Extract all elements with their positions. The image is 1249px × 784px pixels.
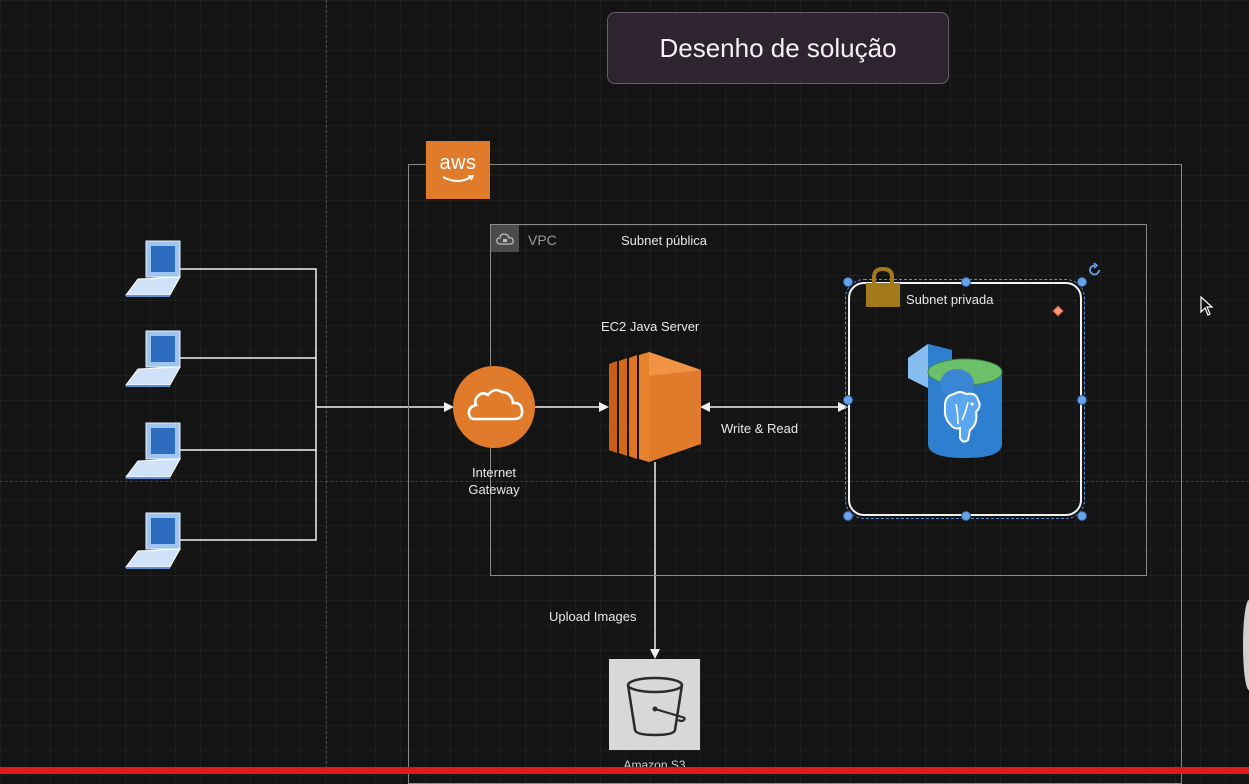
video-progress-bar[interactable] — [0, 767, 1249, 774]
resize-handle-sw[interactable] — [843, 511, 853, 521]
subnet-publica-label: Subnet pública — [621, 233, 708, 248]
rds-postgres-icon[interactable] — [902, 340, 1004, 462]
aws-smile-icon — [442, 175, 475, 182]
diagram-title: Desenho de solução — [659, 32, 897, 63]
internet-gateway-label-line2: Gateway — [468, 482, 520, 497]
vpc-label: VPC — [528, 232, 557, 248]
vpc-cloud-icon — [491, 225, 519, 252]
write-read-label: Write & Read — [721, 421, 799, 436]
internet-gateway-icon[interactable] — [452, 365, 536, 449]
aws-logo-text: aws — [439, 152, 477, 174]
connector-laptop-4 — [180, 407, 317, 541]
laptop-icon[interactable] — [124, 511, 184, 569]
internet-gateway-label-line1: Internet — [471, 465, 517, 480]
resize-handle-se[interactable] — [1077, 511, 1087, 521]
internet-gateway-label: Internet Gateway — [455, 464, 533, 498]
laptop-icon[interactable] — [124, 329, 184, 387]
laptop-icon[interactable] — [124, 239, 184, 297]
resize-handle-s[interactable] — [961, 511, 971, 521]
connector-laptop-1 — [180, 268, 317, 407]
resize-handle-nw[interactable] — [843, 277, 853, 287]
subnet-privada-label: Subnet privada — [906, 292, 994, 307]
diagram-title-box[interactable]: Desenho de solução — [607, 12, 949, 84]
horizontal-guide-line — [0, 481, 1249, 482]
resize-handle-ne[interactable] — [1077, 277, 1087, 287]
resize-handle-n[interactable] — [961, 277, 971, 287]
rotate-handle-icon[interactable] — [1087, 262, 1103, 278]
s3-bucket-glyph — [626, 676, 686, 736]
resize-handle-w[interactable] — [843, 395, 853, 405]
s3-bucket-icon[interactable] — [609, 659, 700, 750]
vertical-guide-line — [326, 0, 327, 774]
lock-icon — [866, 266, 900, 307]
resize-handle-e[interactable] — [1077, 395, 1087, 405]
ec2-label: EC2 Java Server — [601, 319, 700, 334]
ec2-instance-icon[interactable] — [609, 352, 701, 462]
connection-point-icon[interactable] — [1052, 305, 1064, 317]
aws-logo-icon: aws — [426, 141, 490, 199]
mouse-cursor-icon — [1200, 296, 1214, 316]
upload-images-label: Upload Images — [549, 609, 637, 624]
scroll-indicator[interactable] — [1243, 600, 1249, 690]
laptop-icon[interactable] — [124, 421, 184, 479]
